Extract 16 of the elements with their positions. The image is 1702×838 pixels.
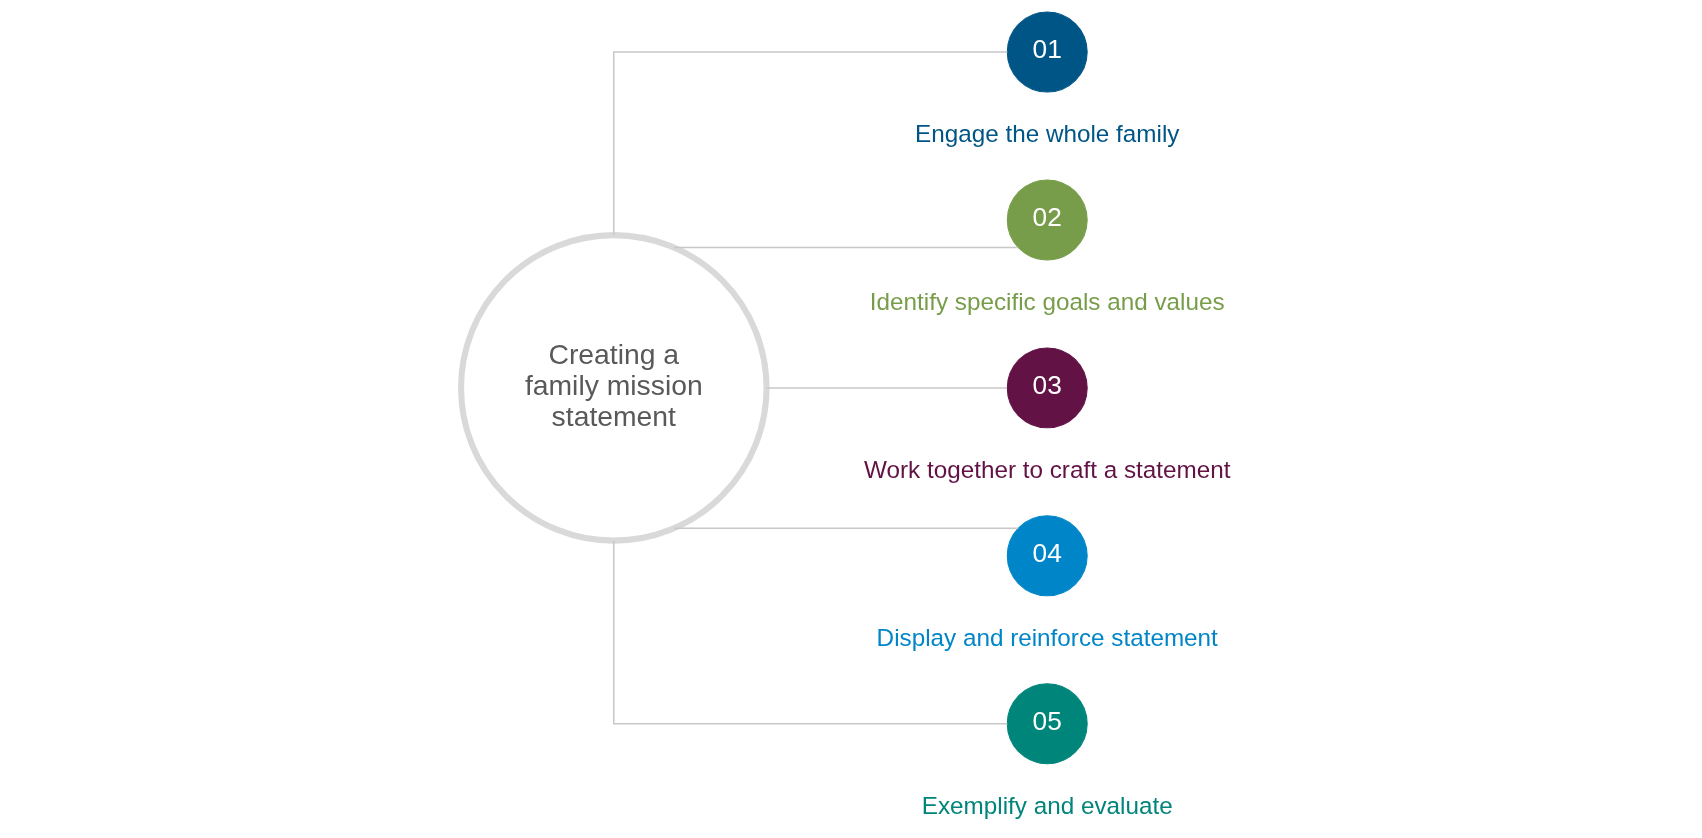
node-circle: 05 (1006, 683, 1088, 765)
node-circle: 01 (1006, 11, 1088, 93)
node-circle: 03 (1006, 347, 1088, 429)
node-circle: 02 (1006, 179, 1088, 261)
connector (673, 527, 1020, 529)
node-label: Engage the whole family (915, 120, 1180, 148)
connector (613, 51, 1008, 236)
node-label: Exemplify and evaluate (921, 791, 1173, 819)
connector (613, 540, 1008, 725)
node-circle: Creating a family mission statement (458, 232, 770, 544)
node-label: Identify specific goals and values (869, 288, 1225, 316)
node-circle: 04 (1006, 515, 1088, 597)
connector (673, 246, 1020, 249)
node-label: Work together to craft a statement (864, 456, 1231, 484)
connector (765, 387, 1008, 389)
node-label: Display and reinforce statement (876, 624, 1218, 652)
